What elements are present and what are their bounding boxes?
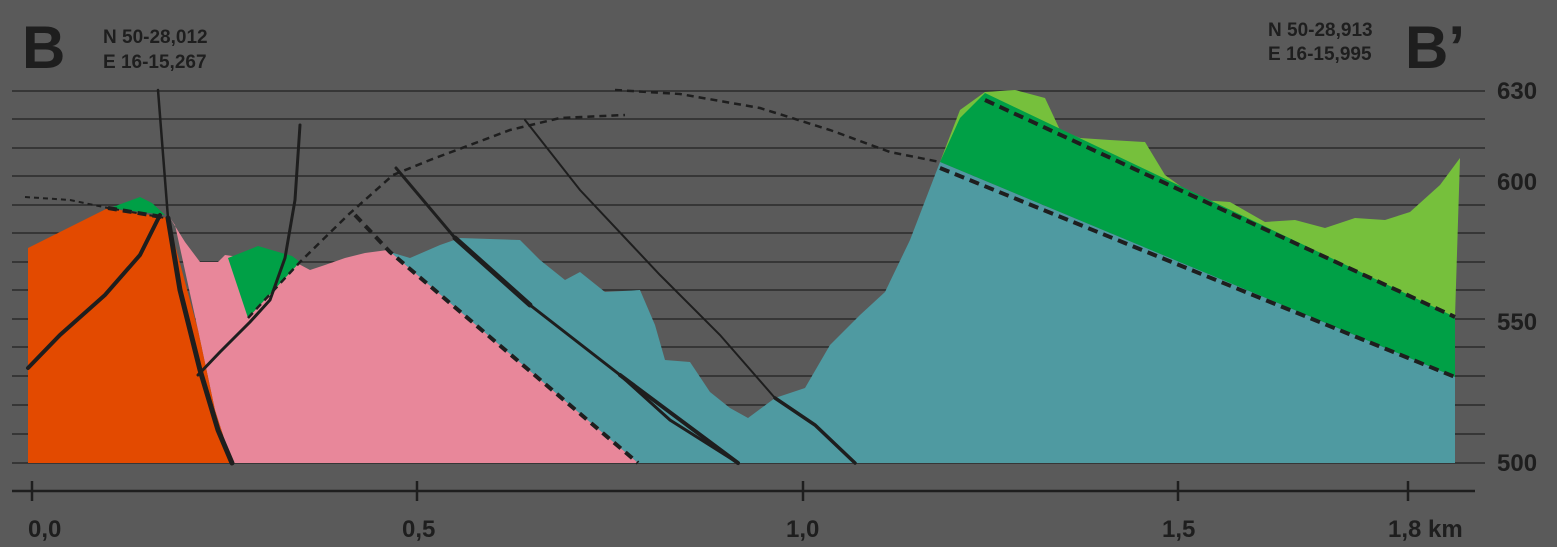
pink-unit bbox=[170, 218, 638, 463]
y-tick-630: 630 bbox=[1497, 78, 1537, 105]
dark-green-unit-right bbox=[940, 93, 1455, 377]
start-lat: N 50-28,012 bbox=[103, 27, 208, 48]
end-letter: B’ bbox=[1405, 14, 1465, 81]
distance-axis bbox=[12, 481, 1475, 501]
y-tick-600: 600 bbox=[1497, 169, 1537, 196]
x-tick-0: 0,0 bbox=[28, 516, 61, 543]
dashed-contacts bbox=[24, 88, 1456, 465]
dark-green-unit-top bbox=[110, 197, 165, 215]
fault-lines bbox=[26, 88, 857, 466]
x-tick-0-5: 0,5 bbox=[402, 516, 435, 543]
end-lat: N 50-28,913 bbox=[1268, 20, 1373, 41]
x-tick-1-8: 1,8 km bbox=[1388, 516, 1463, 543]
start-lon: E 16-15,267 bbox=[103, 52, 207, 73]
start-letter: B bbox=[22, 14, 65, 81]
x-tick-1-5: 1,5 bbox=[1162, 516, 1195, 543]
teal-unit bbox=[390, 162, 1455, 463]
y-tick-550: 550 bbox=[1497, 309, 1537, 336]
y-tick-500: 500 bbox=[1497, 450, 1537, 477]
orange-unit bbox=[28, 208, 232, 463]
end-lon: E 16-15,995 bbox=[1268, 44, 1372, 65]
x-tick-1-0: 1,0 bbox=[786, 516, 819, 543]
